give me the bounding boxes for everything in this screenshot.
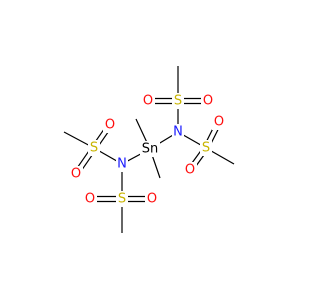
atom-s-top: S — [174, 94, 182, 109]
molecule-structure: Sn N N S S S S O O O O O O O O — [63, 66, 235, 233]
atom-sn: Sn — [142, 142, 159, 157]
atom-o-bottom-right: O — [147, 192, 157, 207]
atom-o-left-upper: O — [105, 118, 115, 133]
atom-o-right-upper: O — [214, 115, 224, 130]
atom-n-left: N — [117, 157, 127, 172]
atom-o-bottom-left: O — [85, 192, 95, 207]
atom-s-right: S — [202, 141, 210, 156]
atom-o-top-right: O — [203, 94, 213, 109]
atom-n-right: N — [173, 125, 183, 140]
atom-o-top-left: O — [143, 94, 153, 109]
atom-o-right-lower: O — [185, 163, 195, 178]
atom-s-left: S — [90, 141, 98, 156]
atom-o-left-lower: O — [71, 167, 81, 182]
atom-s-bottom: S — [118, 192, 126, 207]
atom-label-layer: Sn N N S S S S O O O O O O O O — [69, 93, 226, 207]
